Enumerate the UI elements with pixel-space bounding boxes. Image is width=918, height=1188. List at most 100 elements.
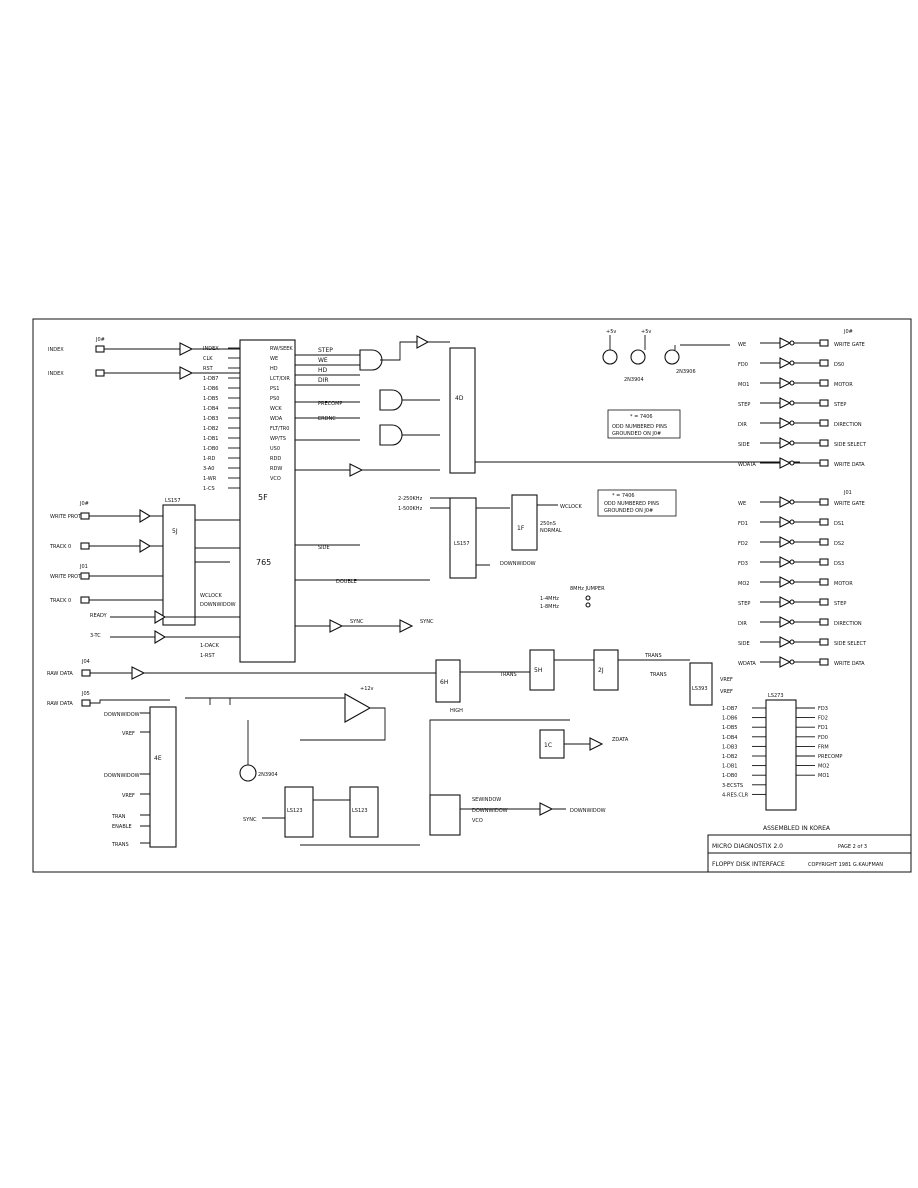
wire (90, 672, 436, 704)
input-ready: READY (90, 613, 108, 619)
clock-8mhz: 1-8MHz (540, 604, 559, 610)
fdc-left-pin-label: 1-RD (203, 456, 215, 462)
j01-output-out-label: DS1 (834, 521, 844, 527)
chip-ls273-label: LS273 (768, 693, 784, 699)
j01-output-out-label: SIDE SELECT (834, 641, 867, 647)
sig-downwindow-3: DOWNWIDOW (472, 808, 508, 814)
wire (609, 335, 730, 350)
wire (192, 348, 240, 374)
wire (110, 616, 240, 638)
fdc-left-pins: INDEXCLKRST1-DB71-DB61-DB51-DB41-DB31-DB… (203, 346, 240, 492)
wire (429, 719, 570, 810)
sig-erdnc: ERDNC (318, 416, 336, 422)
connector-pin (80, 512, 90, 520)
buffer-gate (179, 342, 194, 356)
fdc-right-pin-label: PS0 (270, 396, 279, 402)
label-downwindow-2: DOWNWIDOW (500, 561, 536, 567)
fdc-right-pin-label: HD (270, 366, 278, 372)
inverter-gate (779, 576, 792, 588)
wire (89, 515, 163, 601)
inverter-bubble (789, 619, 795, 625)
ls273-inputs: 1-DB71-DB61-DB51-DB41-DB31-DB21-DB11-DB0… (722, 706, 766, 798)
ls273-output-label: FD2 (818, 716, 828, 722)
ls273-input-label: 1-DB5 (722, 725, 737, 731)
clock-4mhz: 1-4MHz (540, 596, 559, 602)
sig-high: HIGH (450, 708, 463, 714)
note2-line1: * = 7406 (612, 493, 635, 499)
inverter-bubble (789, 579, 795, 585)
ls273-output-label: MO2 (818, 764, 829, 770)
connector-pin (819, 518, 829, 526)
chip-4d-label: 4D (455, 395, 464, 402)
jumper-pin (585, 602, 591, 608)
connector-pin (95, 369, 105, 377)
chip-1f-label: 1F (517, 525, 525, 532)
sig-trans-2: TRANS (644, 653, 662, 659)
j01-output-src-label: SIDE (738, 641, 750, 647)
note1-line2: ODD NUMBERED PINS (612, 424, 667, 430)
sig-double: DOUBLE (336, 579, 357, 585)
buffer-gate (539, 802, 554, 816)
chip-2j (593, 649, 619, 691)
label-1-dack: 1-DACK (200, 643, 220, 649)
wire (295, 354, 430, 627)
inverter-bubble (789, 539, 795, 545)
chip-1f (511, 494, 538, 551)
connector-pin (819, 538, 829, 546)
connector-pin (819, 419, 829, 427)
wire (104, 348, 180, 374)
ls273-input-label: 3-ECSTS (722, 783, 743, 789)
fdc-right-pin-label: WP/TS (270, 436, 286, 442)
wire (140, 712, 150, 844)
chip-4e (149, 706, 177, 848)
connector-j05: J05 (81, 691, 90, 697)
fdc-left-pin-label: INDEX (203, 346, 219, 352)
bl-downwindow-2: DOWNWIDOW (104, 773, 140, 779)
note-box-1 (607, 409, 681, 439)
inverter-gate (779, 616, 792, 628)
label-downwindow: DOWNWIDOW (200, 602, 236, 608)
fdc-right-pin-label: RDW (270, 466, 282, 472)
input-index-1: INDEX (48, 347, 64, 353)
bl-tran: TRAN (111, 814, 126, 820)
j01-output-out-label: WRITE DATA (834, 661, 865, 667)
chip-5f (239, 339, 296, 663)
connector-pin (819, 459, 829, 467)
ls273-output-label: FD3 (818, 706, 828, 712)
j0-output-out-label: WRITE DATA (834, 462, 865, 468)
j0-output-out-label: WRITE GATE (834, 342, 865, 348)
buffer-gate (179, 366, 194, 380)
fdc-left-pin-label: 1-DB7 (203, 376, 218, 382)
inverter-bubble (789, 380, 795, 386)
input-raw-data-2: RAW DATA (47, 701, 73, 707)
j0-output-src-label: WDATA (738, 462, 756, 468)
j0-output-out-label: DIRECTION (834, 422, 862, 428)
inverter-bubble (789, 440, 795, 446)
title-block (707, 834, 912, 873)
connector-j0-top: J0# (95, 337, 105, 343)
label-wclock: WCLOCK (200, 593, 222, 599)
inverter-gate (779, 516, 792, 528)
fdc-right-pins: RW/SEEKWEHDLCT/DIRPS1PS0WCKWDAFLT/TR0WP/… (270, 346, 293, 482)
fdc-right-pin-label: WE (270, 356, 278, 362)
input-write-prot-1: WRITE PROT (50, 514, 82, 520)
connector-pin (819, 558, 829, 566)
transistor-2n3904-b: 2N3904 (258, 772, 278, 778)
j01-output-out-label: DS2 (834, 541, 844, 547)
sig-sync-2: SYNC (420, 619, 434, 625)
bl-downwindow-1: DOWNWIDOW (104, 712, 140, 718)
fdc-right-pin-label: PS1 (270, 386, 279, 392)
buffer-gate (416, 335, 430, 349)
fdc-left-pin-label: 3-A0 (203, 466, 214, 472)
op-amp (344, 693, 372, 723)
and-gate (379, 389, 403, 411)
ls273-output-label: FRM (818, 744, 829, 750)
inverter-gate (779, 636, 792, 648)
chip-1c (539, 729, 565, 759)
note2-line2: ODD NUMBERED PINS (604, 501, 659, 507)
fdc-right-pin-label: US0 (270, 446, 280, 452)
chip-5j (162, 504, 196, 626)
transistor-2n3906: 2N3906 (676, 369, 696, 375)
bl-vref-1: VREF (122, 731, 135, 737)
